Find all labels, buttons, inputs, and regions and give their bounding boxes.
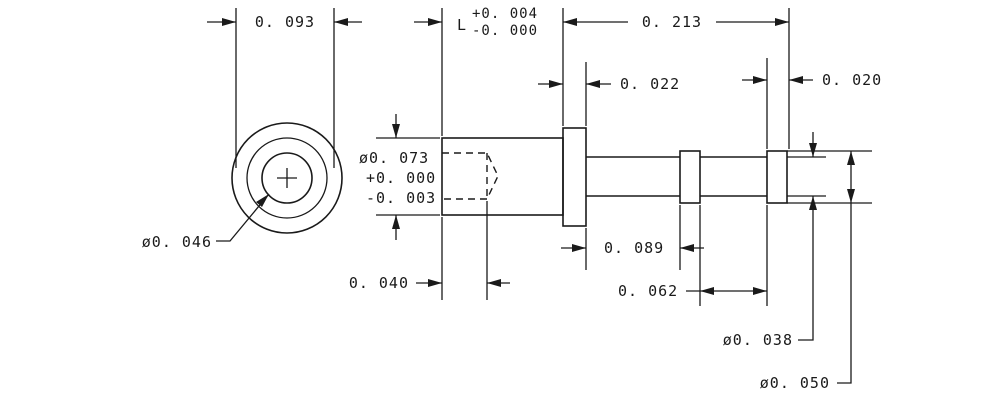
arrowhead <box>392 215 400 229</box>
dim-flange-width: 0. 022 <box>620 75 680 93</box>
dim-groove-to-end: 0. 062 <box>618 282 678 300</box>
arrowhead <box>572 244 586 252</box>
dim-land-diameter: ø0. 050 <box>760 374 830 392</box>
arrowhead <box>428 18 442 26</box>
end-view-outer-circle <box>231 122 343 234</box>
arrowhead <box>775 18 789 26</box>
arrowhead <box>256 194 269 207</box>
dim-bore-diameter: ø0. 046 <box>142 233 212 251</box>
bore-leader <box>216 193 270 242</box>
dim-L-tol-plus: +0. 004 <box>472 6 538 22</box>
barrel-body <box>441 137 564 216</box>
dim-end-land-width: 0. 020 <box>822 71 882 89</box>
arrowhead <box>809 196 817 210</box>
arrowhead <box>586 80 600 88</box>
end-view-bore-circle <box>261 152 313 204</box>
arrowhead <box>753 76 767 84</box>
arrowhead <box>789 76 803 84</box>
arrowhead <box>222 18 236 26</box>
leader-land-dia <box>837 203 852 384</box>
arrowhead <box>487 279 501 287</box>
side-view-dimensions: L +0. 004 -0. 000 0. 213 0. 022 0. 020 ø… <box>349 6 882 392</box>
dim-flange-to-groove: 0. 089 <box>604 239 664 257</box>
arrowhead <box>847 151 855 165</box>
arrowhead <box>680 244 694 252</box>
arrowhead <box>428 279 442 287</box>
dim-overall-length: 0. 213 <box>642 13 702 31</box>
groove-collar <box>679 150 701 204</box>
dim-line-pin-bottom <box>798 196 814 341</box>
side-view <box>441 127 872 227</box>
dim-end-view-width: 0. 093 <box>255 13 315 31</box>
arrowhead <box>753 287 767 295</box>
dim-bore-depth: 0. 040 <box>349 274 409 292</box>
dim-barrel-tol-plus: +0. 000 <box>366 169 436 187</box>
dim-L-label: L <box>457 16 467 34</box>
flange <box>562 127 587 227</box>
arrowhead <box>563 18 577 26</box>
dim-L-tol-minus: -0. 000 <box>472 23 538 39</box>
end-view: 0. 093 ø0. 046 <box>142 8 362 251</box>
arrowhead <box>549 80 563 88</box>
arrowhead <box>809 143 817 157</box>
arrowhead <box>334 18 348 26</box>
end-land <box>766 150 788 204</box>
arrowhead <box>847 189 855 203</box>
dim-pin-diameter: ø0. 038 <box>723 331 793 349</box>
dim-barrel-diameter: ø0. 073 <box>359 149 429 167</box>
arrowhead <box>700 287 714 295</box>
hidden-bore <box>442 152 499 200</box>
end-view-middle-circle <box>246 137 328 219</box>
arrowhead <box>392 124 400 138</box>
dim-barrel-tol-minus: -0. 003 <box>366 189 436 207</box>
